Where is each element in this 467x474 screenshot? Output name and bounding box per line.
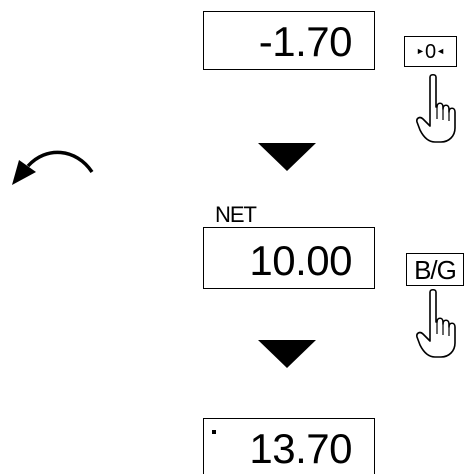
pointing-hand-icon xyxy=(416,73,456,143)
pointing-hand-icon xyxy=(416,288,456,358)
zero-key[interactable]: ► 0 ◄ xyxy=(404,36,457,67)
gross-net-key-label: B/G xyxy=(414,254,457,285)
down-triangle-icon xyxy=(258,340,316,368)
display-step-3: 13.70 xyxy=(203,418,375,474)
stability-indicator-dot xyxy=(212,430,216,434)
down-triangle-icon xyxy=(258,143,316,171)
zero-key-left-arrow-icon: ◄ xyxy=(436,46,445,56)
display-value-step-3: 13.70 xyxy=(249,425,352,472)
display-value-step-2: 10.00 xyxy=(249,237,352,284)
display-step-1: -1.70 xyxy=(203,11,375,70)
zero-key-right-arrow-icon: ► xyxy=(416,46,425,56)
zero-key-label: 0 xyxy=(424,40,437,63)
display-value-step-1: -1.70 xyxy=(258,18,353,65)
net-label: NET xyxy=(215,202,257,227)
curved-arrow-icon xyxy=(12,150,94,185)
gross-net-key[interactable]: B/G xyxy=(406,253,464,286)
display-step-2: 10.00 xyxy=(203,227,375,289)
